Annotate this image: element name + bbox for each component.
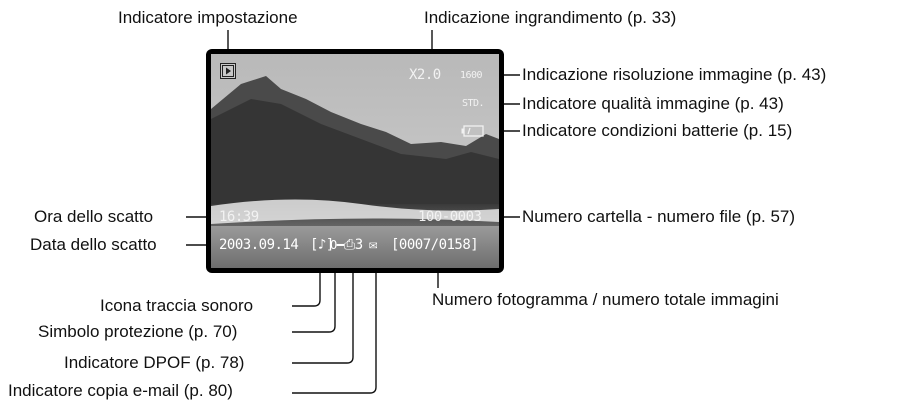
print-icon: ⎙3 (344, 237, 363, 253)
audio-icon: [♪] (310, 237, 334, 253)
label-folder-file: Numero cartella - numero file (p. 57) (522, 207, 796, 226)
label-frame-count: Numero fotogramma / numero totale immagi… (432, 290, 779, 309)
play-icon (220, 63, 236, 79)
label-audio-icon: Icona traccia sonoro (100, 296, 254, 315)
label-protection: Simbolo protezione (p. 70) (38, 322, 238, 341)
battery-icon (461, 125, 484, 137)
beach-photo (211, 54, 499, 268)
label-setting-indicator: Indicatore impostazione (118, 8, 298, 27)
label-magnification: Indicazione ingrandimento (p. 33) (424, 8, 677, 27)
label-date: Data dello scatto (30, 235, 157, 254)
key-icon: O━ (330, 238, 344, 252)
callout-protection (292, 256, 336, 333)
frame-counter: [0007/0158] (391, 237, 479, 253)
label-battery: Indicatore condizioni batterie (p. 15) (522, 121, 793, 140)
resolution-indicator: 1600 (460, 70, 483, 81)
mail-icon: ✉ (369, 237, 377, 253)
time-display: 16:39 (219, 209, 259, 225)
zoom-indicator: X2.0 (409, 67, 441, 83)
label-dpof: Indicatore DPOF (p. 78) (64, 353, 245, 372)
label-quality: Indicatore qualità immagine (p. 43) (522, 94, 784, 113)
label-resolution: Indicazione risoluzione immagine (p. 43) (522, 65, 827, 84)
label-email-copy: Indicatore copia e-mail (p. 80) (8, 381, 233, 400)
callout-email (292, 256, 377, 394)
quality-indicator: STD. (462, 98, 485, 109)
date-display: 2003.09.14 (219, 237, 299, 253)
callout-audio (292, 256, 321, 307)
callout-dpof (292, 256, 354, 364)
label-time: Ora dello scatto (34, 207, 154, 226)
folder-file-number: 100-0003 (418, 209, 482, 225)
